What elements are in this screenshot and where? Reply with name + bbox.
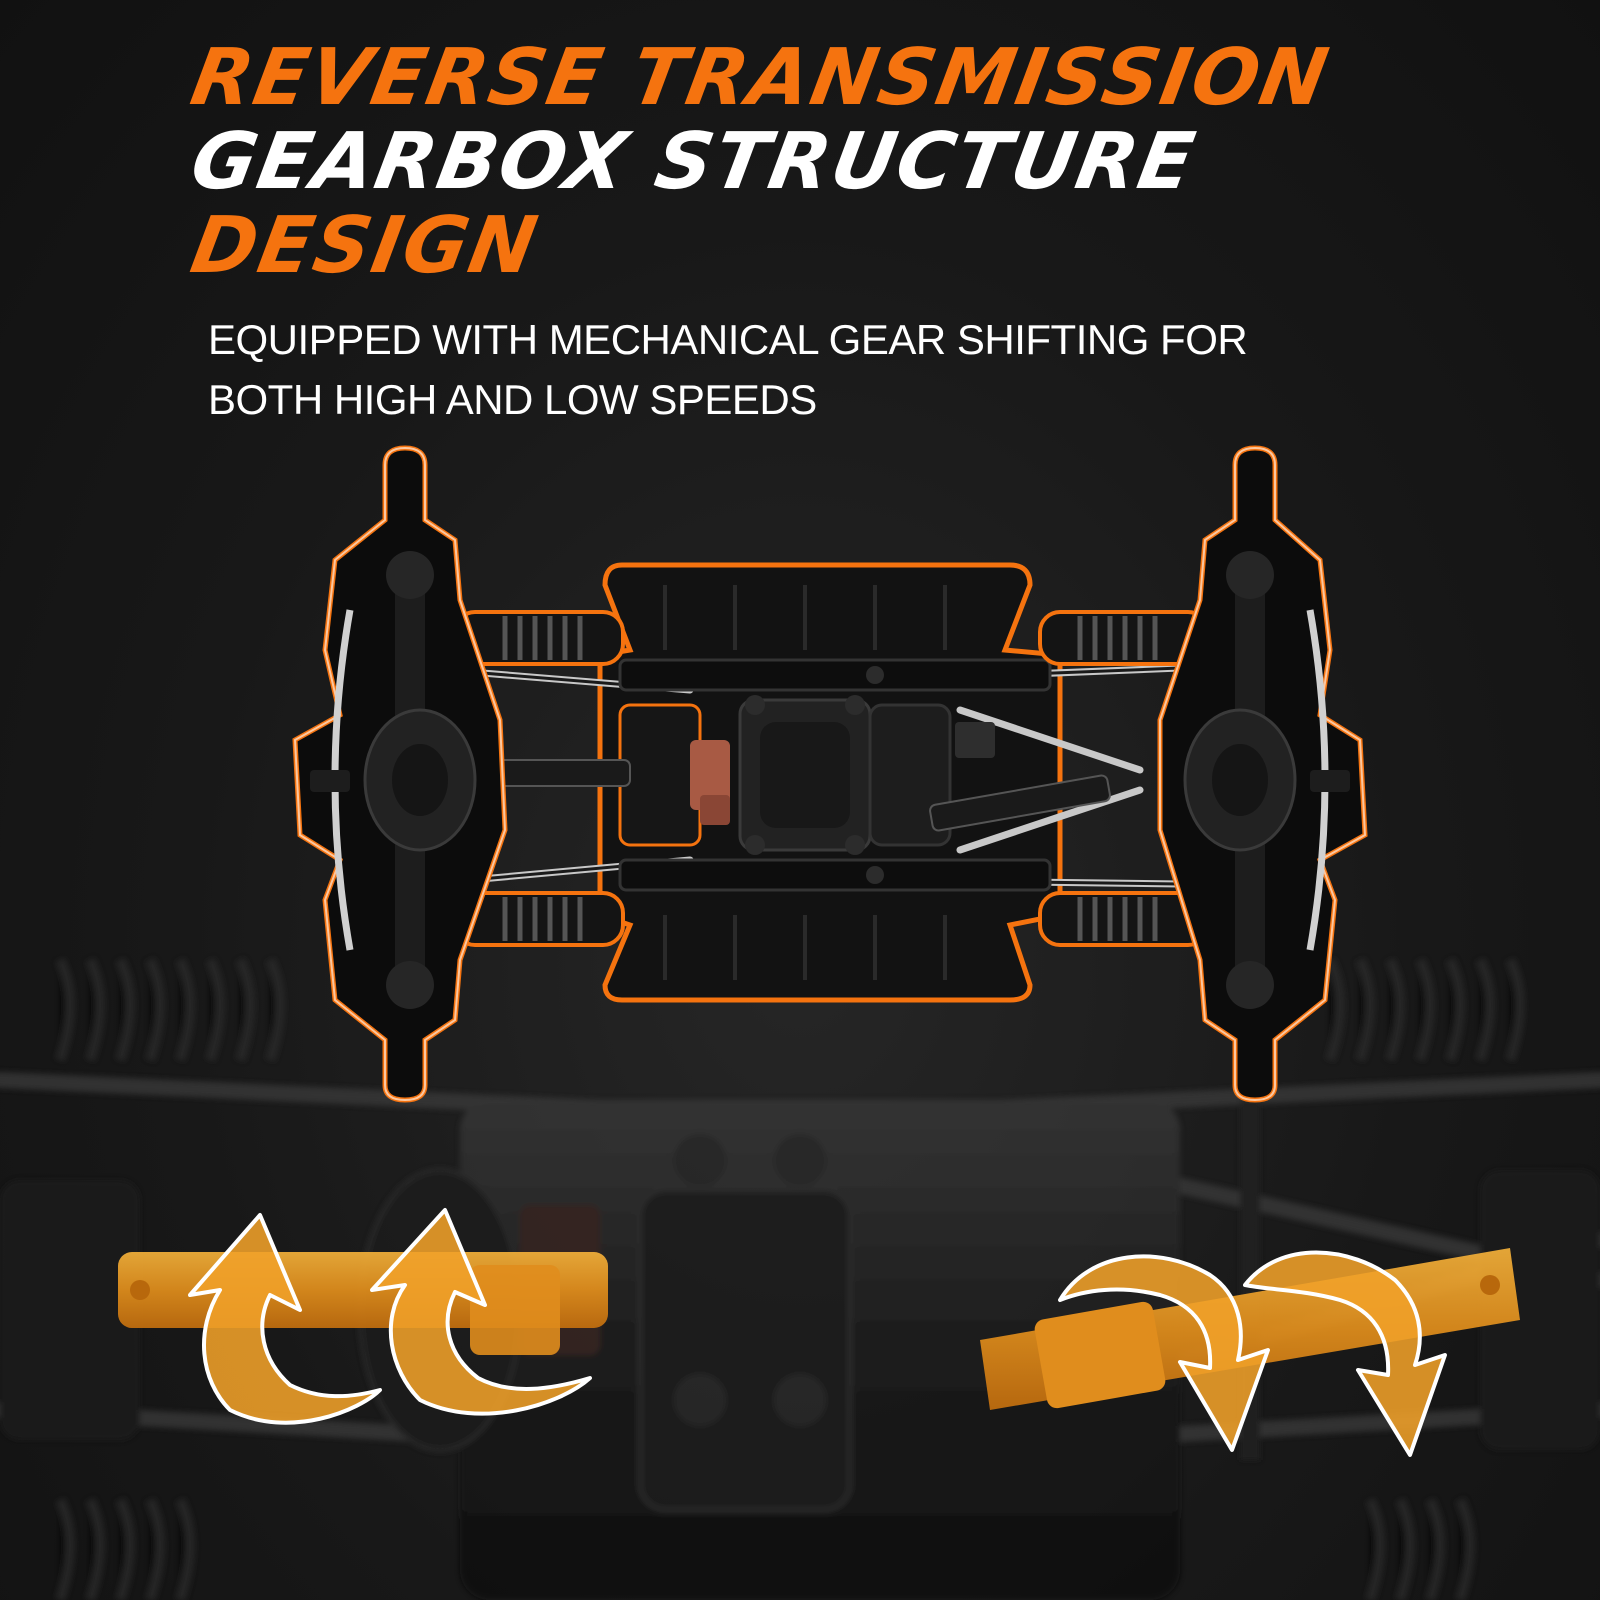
headline: REVERSE TRANSMISSION GEARBOX STRUCTURE D… [185,33,1580,291]
front-axle [292,445,508,1103]
headline-line-1: REVERSE TRANSMISSION [184,33,1337,123]
headline-line-2: GEARBOX STRUCTURE [184,117,1203,207]
frame-rails [618,658,1052,892]
subtitle: EQUIPPED WITH MECHANICAL GEAR SHIFTING F… [208,316,1248,423]
rotation-arrow-icon [188,1208,1447,1457]
top-driveshafts [479,759,1111,832]
rear-axle [1157,445,1368,1103]
gearbox [618,666,995,884]
headline-line-3: DESIGN [184,201,546,291]
